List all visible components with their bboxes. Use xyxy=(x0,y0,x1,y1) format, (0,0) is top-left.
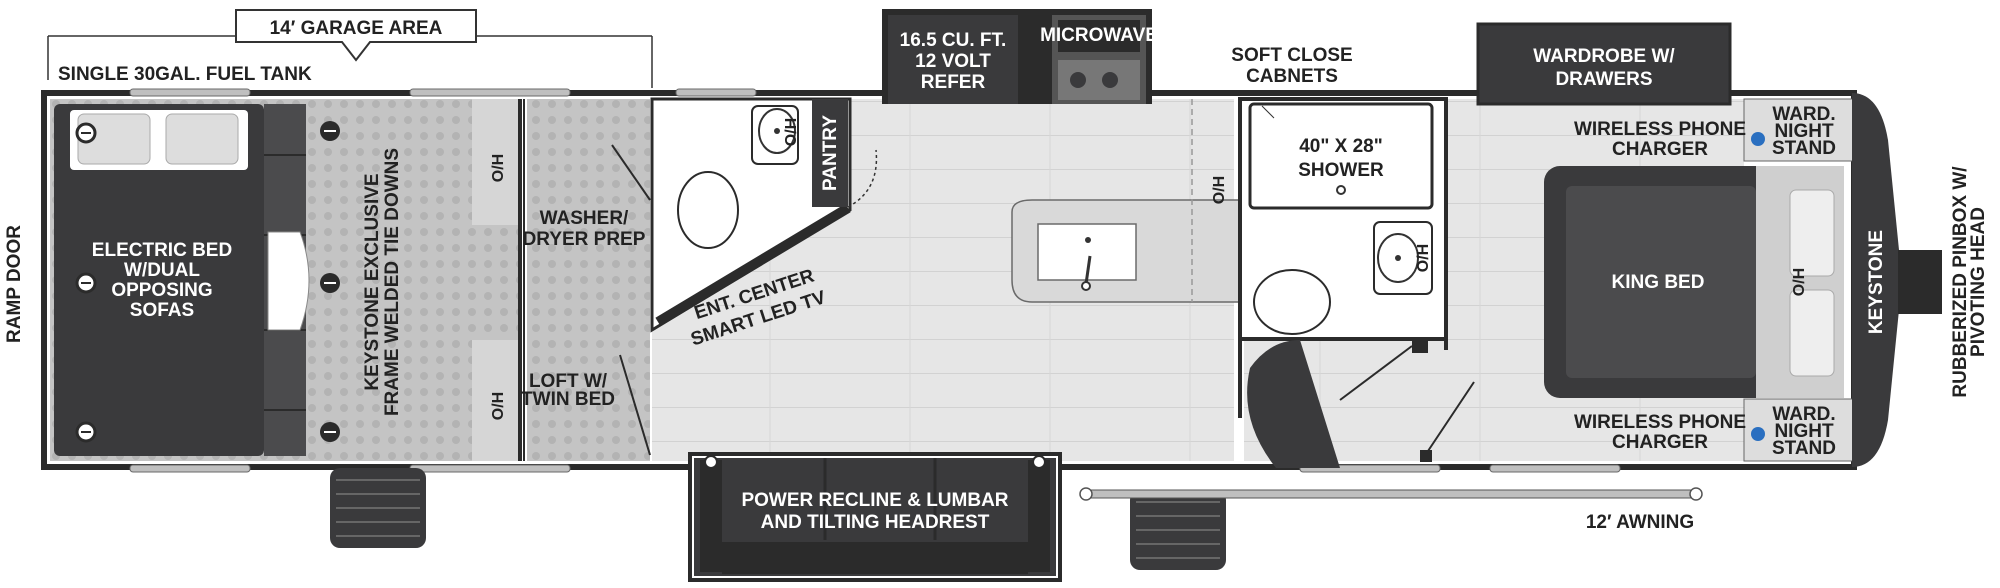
ward-top-1: WARD. xyxy=(1772,104,1835,125)
pinbox-label-1: RUBBERIZED PINBOX W/ xyxy=(1950,166,1971,398)
nightstands xyxy=(1743,98,1855,462)
washer-dryer-label-2: DRYER PREP xyxy=(523,229,646,250)
soft-close-label-1: SOFT CLOSE xyxy=(1231,45,1352,66)
ward-bottom-3: STAND xyxy=(1772,438,1836,459)
tie-downs-label-2: FRAME WELDED TIE DOWNS xyxy=(382,148,403,416)
shower-label-1: 40" X 28" xyxy=(1299,136,1383,157)
wireless-top-1: WIRELESS PHONE xyxy=(1574,119,1746,140)
awning-label: 12′ AWNING xyxy=(1586,512,1694,533)
ward-top-2: NIGHT xyxy=(1774,121,1834,142)
awning-bar xyxy=(1079,487,1703,501)
refer-label-2: 12 VOLT xyxy=(915,51,991,72)
wardrobe xyxy=(1476,22,1732,106)
oh-bedroom: O/H xyxy=(1791,268,1808,296)
electric-bed-label-3: OPPOSING xyxy=(111,280,212,301)
power-recline-label-2: AND TILTING HEADREST xyxy=(761,512,990,533)
electric-bed-label-4: SOFAS xyxy=(130,300,194,321)
wardrobe-label-1: WARDROBE W/ xyxy=(1533,46,1675,67)
electric-bed-label-1: ELECTRIC BED xyxy=(92,240,232,261)
ward-bottom-1: WARD. xyxy=(1772,404,1835,425)
charger-bottom-icon xyxy=(1751,427,1765,441)
wardrobe-label-2: DRAWERS xyxy=(1555,69,1652,90)
garage-bracket: 14′ GARAGE AREA xyxy=(47,9,653,88)
loft-label-2: TWIN BED xyxy=(521,389,615,410)
washer-loft-floor xyxy=(527,99,650,461)
microwave-label: MICROWAVE xyxy=(1040,25,1158,46)
shower-label-2: SHOWER xyxy=(1298,160,1384,181)
pantry-label: PANTRY xyxy=(820,115,841,191)
pinbox-label-2: PIVOTING HEAD xyxy=(1968,207,1989,357)
garage-area-label: 14′ GARAGE AREA xyxy=(270,18,443,39)
fuel-tank-label: SINGLE 30GAL. FUEL TANK xyxy=(58,64,312,85)
half-bath: O/H xyxy=(650,97,852,333)
ward-bottom-2: NIGHT xyxy=(1774,421,1834,442)
washer-dryer-label-1: WASHER/ xyxy=(540,208,629,229)
charger-top-icon xyxy=(1751,132,1765,146)
front-cap xyxy=(1852,93,1900,467)
oh-bath: O/H xyxy=(783,118,800,146)
kitchen-island xyxy=(1011,199,1241,303)
axle-wheels xyxy=(330,468,1226,570)
king-bed xyxy=(1544,166,1844,398)
tie-downs-label-1: KEYSTONE EXCLUSIVE xyxy=(362,173,383,390)
oh-full-bath: O/H xyxy=(1415,244,1432,272)
full-bath xyxy=(1238,97,1475,468)
power-recline-label-1: POWER RECLINE & LUMBAR xyxy=(741,490,1008,511)
oh-garage-top: O/H xyxy=(490,154,507,182)
oh-kitchen: O/H xyxy=(1211,176,1228,204)
soft-close-label-2: CABNETS xyxy=(1246,66,1338,87)
refer-label-3: REFER xyxy=(921,72,986,93)
electric-bed xyxy=(54,104,310,456)
king-bed-label: KING BED xyxy=(1612,272,1705,293)
electric-bed-label-2: W/DUAL xyxy=(124,260,200,281)
wireless-bottom-1: WIRELESS PHONE xyxy=(1574,412,1746,433)
ramp-door-label: RAMP DOOR xyxy=(4,225,25,343)
wireless-bottom-2: CHARGER xyxy=(1612,432,1708,453)
loft-label-1: LOFT W/ xyxy=(529,371,608,392)
refer-label-1: 16.5 CU. FT. xyxy=(900,30,1007,51)
brand-logo-text: KEYSTONE xyxy=(1866,230,1887,334)
oh-garage-bottom: O/H xyxy=(490,392,507,420)
ward-top-3: STAND xyxy=(1772,138,1836,159)
wireless-top-2: CHARGER xyxy=(1612,139,1708,160)
recliner-slide xyxy=(688,452,1062,582)
refer-slide xyxy=(882,9,1152,104)
pantry xyxy=(812,99,848,207)
